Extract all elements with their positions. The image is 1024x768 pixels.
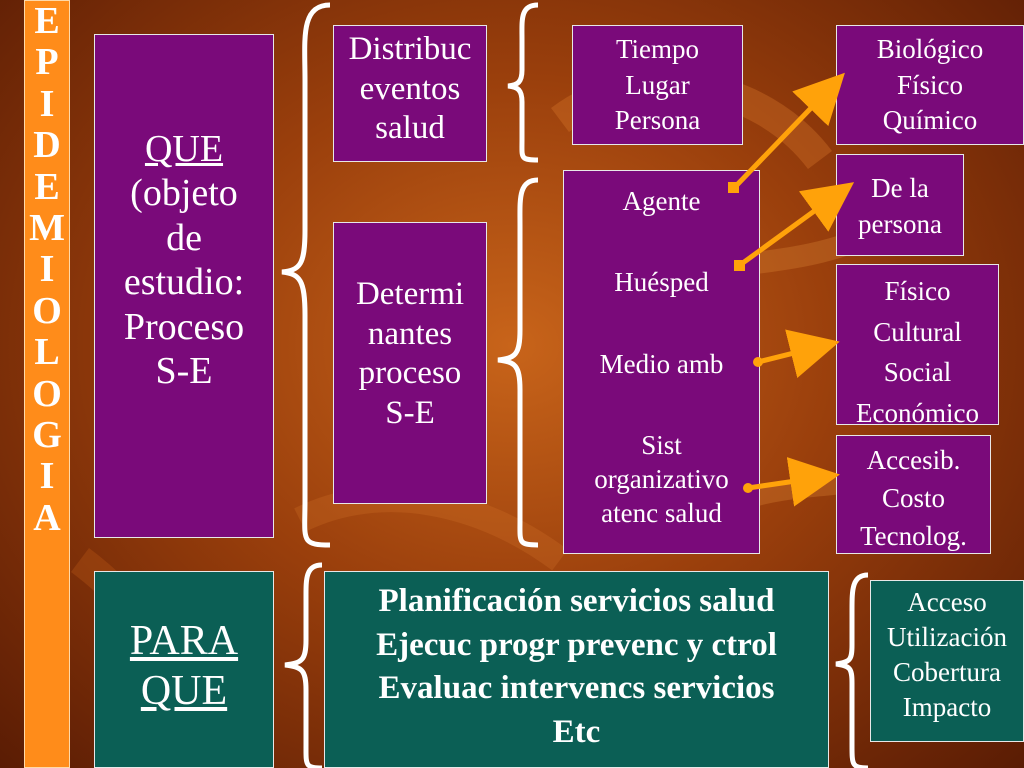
accesib-line: Costo <box>881 482 946 513</box>
para-que-line: QUE <box>140 668 228 715</box>
determinantes-line: nantes <box>367 315 453 352</box>
biologico-line: Biológico <box>876 34 984 64</box>
epidemiologia-vertical-title: E P I D E M I O L O G I A <box>24 0 70 768</box>
title-letter: D <box>33 124 61 167</box>
tiempo-line: Persona <box>614 105 701 136</box>
que-title: QUE <box>144 128 224 170</box>
planificacion-line: Etc <box>552 713 601 750</box>
tiempo-line: Tiempo <box>615 34 700 64</box>
acceso-box: Acceso Utilización Cobertura Impacto <box>870 580 1024 742</box>
que-line: Proceso <box>123 305 245 348</box>
title-letter: I <box>39 82 55 125</box>
distribuc-line: Distribuc <box>348 31 472 67</box>
que-box: QUE (objeto de estudio: Proceso S-E <box>94 34 274 538</box>
title-letter: I <box>39 455 55 498</box>
title-letter: G <box>32 414 62 457</box>
factors-box: Agente Huésped Medio amb Sist organizati… <box>563 170 760 554</box>
planificacion-line: Evaluac intervencs servicios <box>378 670 775 707</box>
para-que-line: PARA <box>129 618 239 664</box>
distribuc-box: Distribuc eventos salud <box>333 25 487 162</box>
title-letter: L <box>34 331 60 374</box>
biologico-line: Químico <box>882 105 978 136</box>
determinantes-line: S-E <box>385 394 435 431</box>
determinantes-line: Determi <box>355 276 465 312</box>
fisico-line: Económico <box>856 397 979 428</box>
huesped-label: Huésped <box>614 267 709 297</box>
acceso-line: Impacto <box>902 692 992 723</box>
fisico-cultural-box: Físico Cultural Social Económico <box>836 264 999 428</box>
accesib-line: Tecnolog. <box>860 520 967 551</box>
accesib-box: Accesib. Costo Tecnolog. <box>836 435 991 554</box>
fisico-line: Físico <box>884 276 951 306</box>
persona-line: persona <box>858 208 942 239</box>
persona-line: De la <box>871 173 929 203</box>
que-line: (objeto <box>130 172 238 215</box>
biologico-line: Físico <box>896 69 963 100</box>
que-line: estudio: <box>123 261 245 304</box>
que-line: de <box>166 216 202 259</box>
title-letter: E <box>34 165 60 208</box>
planificacion-box: Planificación servicios salud Ejecuc pro… <box>324 571 829 768</box>
determinantes-line: proceso <box>358 355 462 392</box>
de-la-persona-box: De la persona <box>836 154 964 256</box>
acceso-line: Acceso <box>907 587 987 617</box>
sist-line: organizativo <box>594 463 729 494</box>
title-letter: O <box>32 372 62 415</box>
tiempo-lugar-persona-box: Tiempo Lugar Persona <box>572 25 743 145</box>
title-letter: P <box>35 41 59 84</box>
biologico-box: Biológico Físico Químico <box>836 25 1024 145</box>
title-letter: M <box>29 207 65 250</box>
acceso-line: Utilización <box>887 622 1007 653</box>
title-letter: A <box>33 496 61 539</box>
title-letter: O <box>32 289 62 332</box>
medio-amb-label: Medio amb <box>599 349 724 379</box>
tiempo-line: Lugar <box>625 69 690 100</box>
distribuc-line: salud <box>375 110 445 147</box>
fisico-line: Cultural <box>873 316 962 347</box>
acceso-line: Cobertura <box>893 657 1001 688</box>
title-letter: I <box>39 248 55 291</box>
planificacion-line: Planificación servicios salud <box>378 583 775 619</box>
sist-line: Sist <box>641 430 682 460</box>
agente-label: Agente <box>622 186 701 216</box>
para-que-box: PARA QUE <box>94 571 274 768</box>
title-letter: E <box>34 0 60 42</box>
sist-line: atenc salud <box>601 497 722 528</box>
que-line: S-E <box>155 350 213 393</box>
accesib-line: Accesib. <box>866 445 961 475</box>
determinantes-box: Determi nantes proceso S-E <box>333 222 487 504</box>
fisico-line: Social <box>883 357 952 387</box>
planificacion-line: Ejecuc progr prevenc y ctrol <box>376 626 777 663</box>
distribuc-line: eventos <box>359 70 461 107</box>
